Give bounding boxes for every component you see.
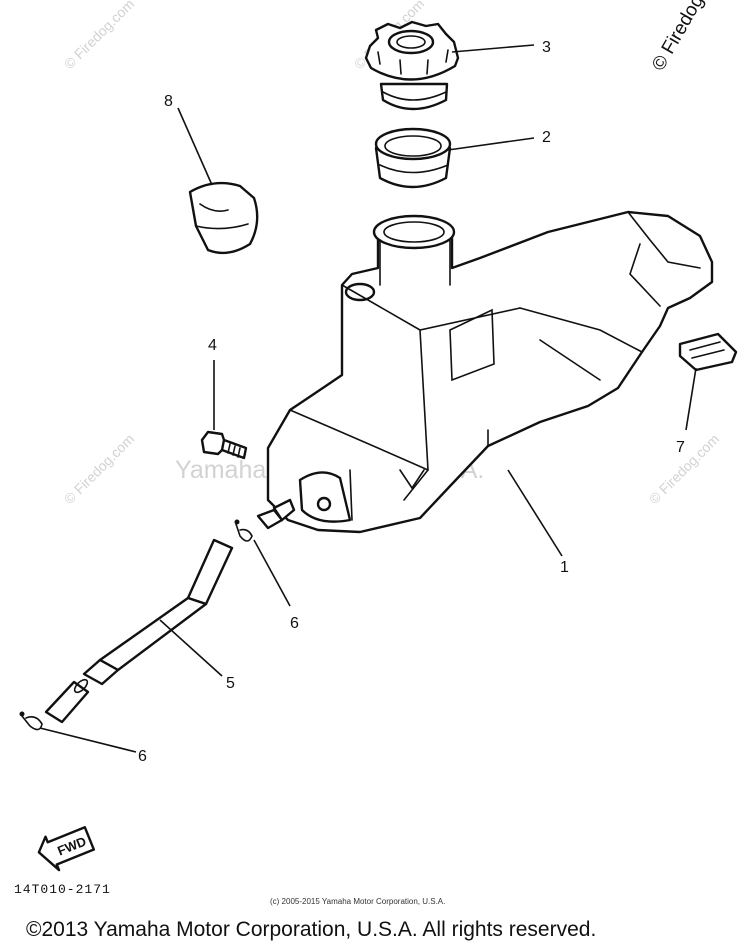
part-4-bolt	[200, 430, 248, 460]
diagram-code: 14T010-2171	[14, 882, 111, 897]
part-7-pad	[678, 332, 738, 372]
fwd-arrow-icon: FWD	[37, 826, 96, 872]
part-2-filler-insert	[374, 127, 452, 189]
callout-7: 7	[676, 439, 685, 456]
callout-1: 1	[560, 559, 569, 576]
callout-6-upper: 6	[290, 615, 299, 632]
callout-3: 3	[542, 39, 551, 56]
callout-6-lower: 6	[138, 748, 147, 765]
watermark-site-left: © Firedog.com	[61, 431, 137, 507]
part-5-fuel-hose	[44, 538, 234, 724]
small-copyright: (c) 2005-2015 Yamaha Motor Corporation, …	[270, 897, 445, 906]
callout-4: 4	[208, 337, 217, 354]
part-6-upper-clip	[234, 519, 253, 542]
part-8-cushion	[188, 181, 259, 255]
part-1-fuel-tank	[266, 210, 714, 534]
part-6-lower-clip	[19, 711, 43, 731]
callout-8: 8	[164, 93, 173, 110]
leader-lines	[39, 44, 697, 753]
copyright-footer: ©2013 Yamaha Motor Corporation, U.S.A. A…	[26, 918, 596, 941]
part-3-fuel-cap	[364, 20, 460, 111]
callout-5: 5	[226, 675, 235, 692]
callout-2: 2	[542, 129, 551, 146]
watermark-corner: © Firedog	[648, 0, 708, 74]
watermark-site-topleft: © Firedog.com	[61, 0, 137, 72]
callout-labels: 3 2 8 4 7 1 6 5 6	[138, 39, 685, 765]
tank-outlet-nipple	[256, 498, 296, 530]
